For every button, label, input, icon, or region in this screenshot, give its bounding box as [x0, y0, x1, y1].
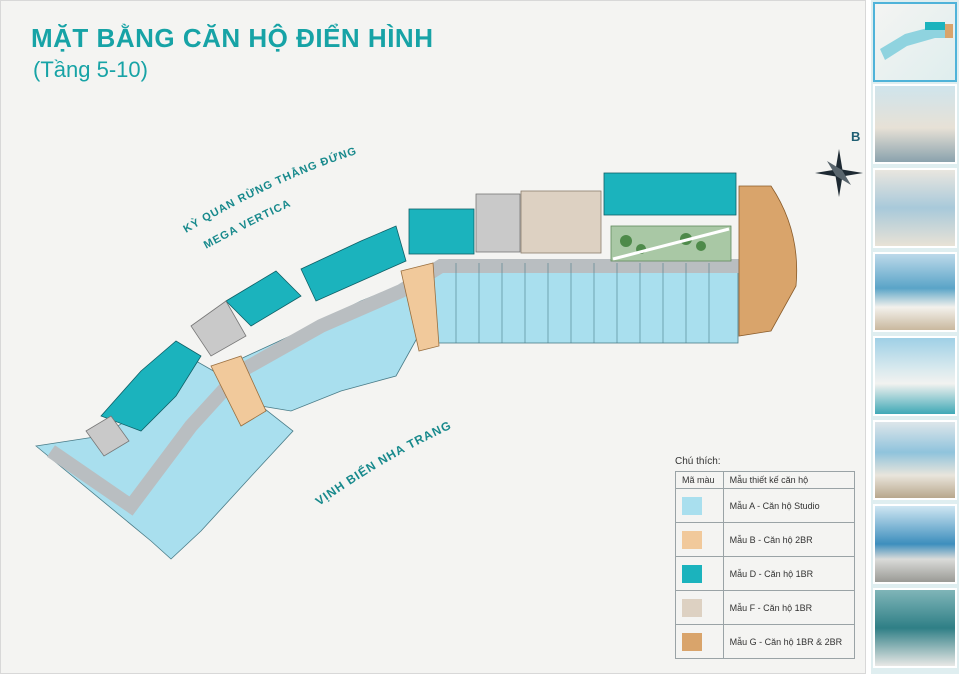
compass-icon [815, 149, 863, 197]
thumbnail-strip[interactable] [871, 0, 959, 674]
legend-row: Mẫu D - Căn hộ 1BR [675, 556, 856, 591]
block-d-west [100, 340, 202, 432]
legend-row: Mẫu F - Căn hộ 1BR [675, 590, 856, 625]
block-g-east [738, 185, 798, 337]
block-b-corner [400, 262, 440, 352]
legend-swatch [682, 530, 702, 549]
legend-swatch [682, 564, 702, 583]
legend-label: Mẫu B - Căn hộ 2BR [729, 534, 813, 545]
legend-label: Mẫu D - Căn hộ 1BR [729, 568, 814, 579]
corridor [47, 259, 741, 516]
core-west [190, 300, 247, 357]
legend-row: Mẫu A - Căn hộ Studio [675, 488, 856, 523]
thumbnail-living-room-sea[interactable] [873, 420, 957, 500]
block-d-5 [603, 172, 737, 216]
top-label-line1: KỲ QUAN RỪNG THẲNG ĐỨNG [181, 145, 358, 235]
floor-plan-drawing: KỲ QUAN RỪNG THẲNG ĐỨNG MEGA VERTICA VỊN… [35, 145, 863, 560]
block-f [520, 190, 602, 254]
block-b-middle [210, 355, 267, 427]
legend-col-design: Mẫu thiết kế căn hộ [722, 471, 856, 489]
block-d-2 [225, 270, 302, 327]
north-label: B [851, 129, 861, 144]
thumbnail-balcony-sea-view[interactable] [873, 504, 957, 584]
legend-swatch [682, 598, 702, 617]
legend-row: Mẫu G - Căn hộ 1BR & 2BR [675, 624, 856, 659]
legend-caption: Chú thích: [675, 456, 721, 467]
legend-swatch [682, 632, 702, 651]
thumbnail-bedroom-sea-view[interactable] [873, 168, 957, 248]
page-title: MẶT BẰNG CĂN HỘ ĐIỂN HÌNH [31, 23, 434, 53]
thumbnail-bedroom-balcony[interactable] [873, 336, 957, 416]
block-d-4 [408, 208, 475, 255]
legend-label: Mẫu F - Căn hộ 1BR [729, 602, 813, 613]
legend-label: Mẫu A - Căn hộ Studio [729, 500, 820, 511]
legend-row: Mẫu B - Căn hộ 2BR [675, 522, 856, 557]
thumbnail-floor-plan[interactable] [873, 2, 957, 82]
legend-table: Mã màu Mẫu thiết kế căn hộ Mẫu A - Căn h… [675, 471, 856, 659]
thumbnail-living-room-balcony[interactable] [873, 84, 957, 164]
legend-label: Mẫu G - Căn hộ 1BR & 2BR [729, 636, 843, 647]
block-d-3 [300, 225, 407, 302]
south-unit-dividers [455, 263, 710, 343]
top-label-line2: MEGA VERTICA [202, 197, 293, 251]
page-subtitle: (Tầng 5-10) [33, 57, 148, 82]
thumbnail-bathroom[interactable] [873, 588, 957, 668]
thumbnail-bedroom-ocean-window[interactable] [873, 252, 957, 332]
legend-col-color: Mã màu [675, 471, 724, 489]
bay-label: VỊNH BIỂN NHA TRANG [313, 418, 454, 508]
legend-swatch [682, 496, 702, 515]
core-far-west [85, 415, 130, 457]
core-north [475, 193, 521, 253]
main-image-viewer: MẶT BẰNG CĂN HỘ ĐIỂN HÌNH (Tầng 5-10) [0, 0, 866, 674]
legend: Chú thích: Mã màu Mẫu thiết kế căn hộ Mẫ… [675, 456, 856, 659]
